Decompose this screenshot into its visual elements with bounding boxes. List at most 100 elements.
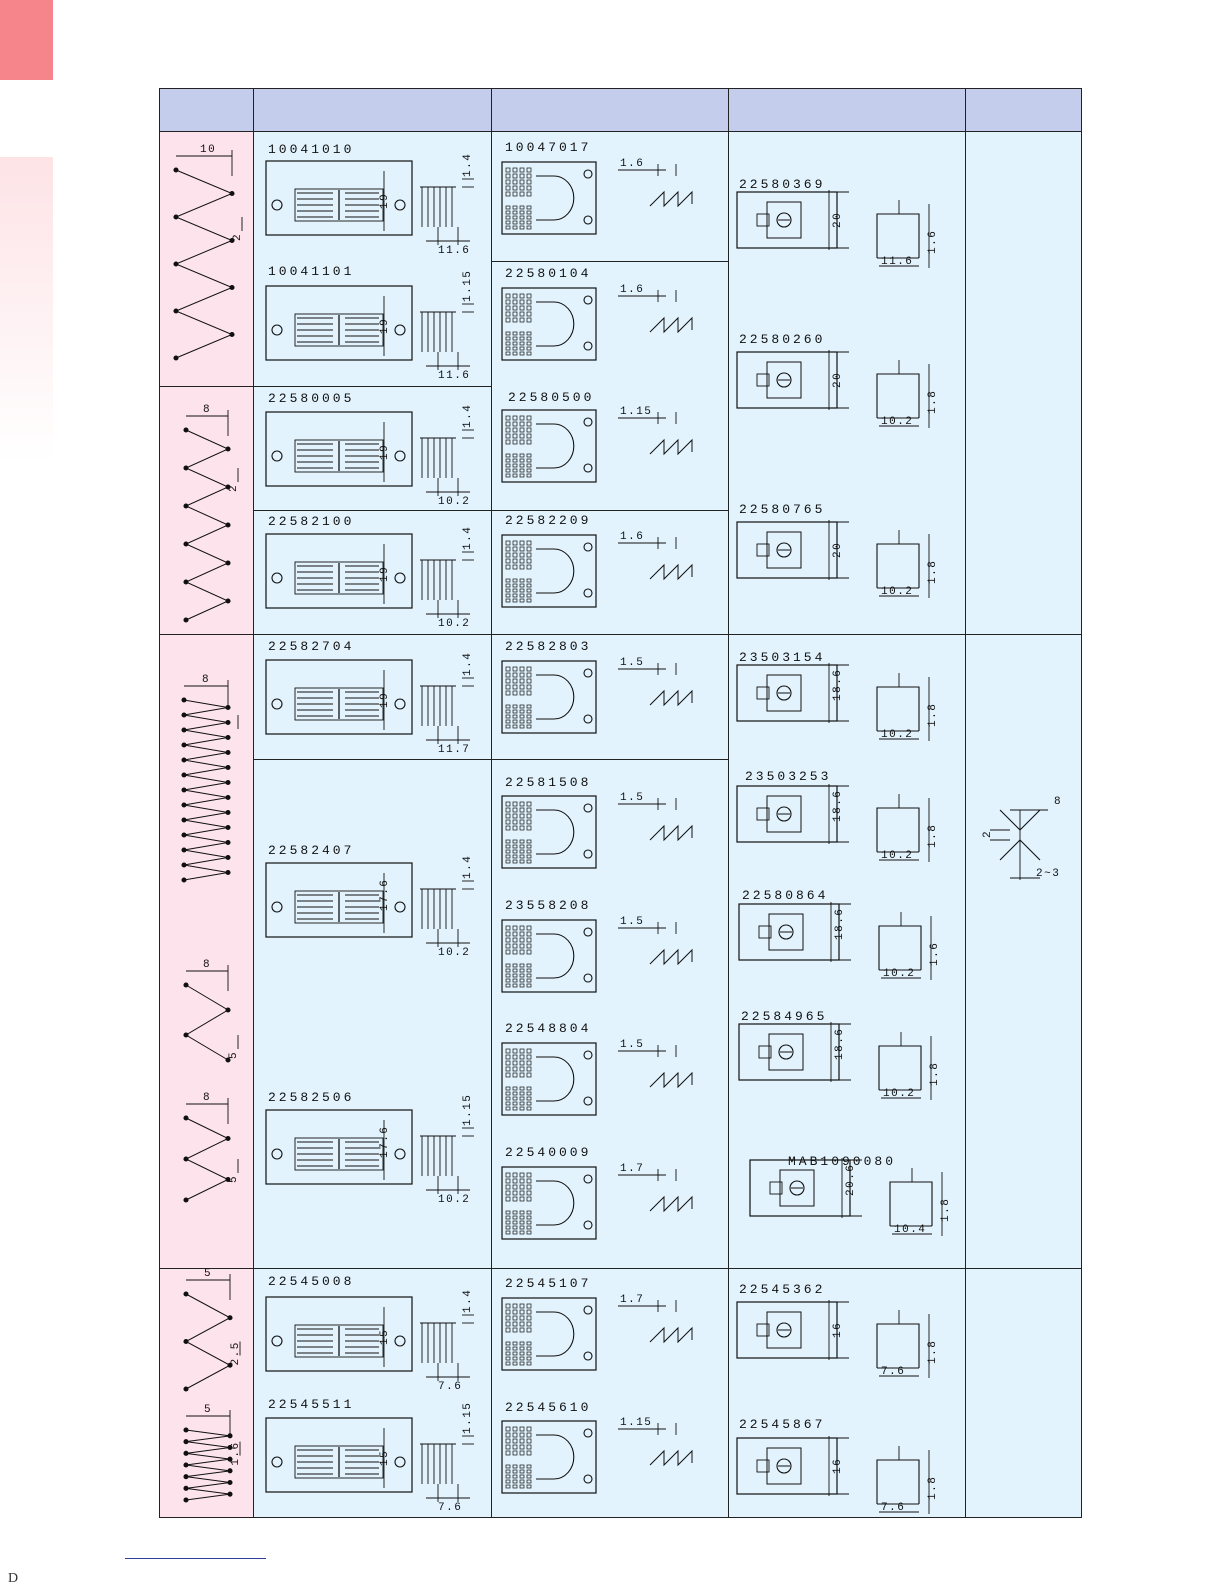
drawing-outline xyxy=(536,674,575,720)
drawing-outline xyxy=(512,205,518,210)
dimension-label: 1.8 xyxy=(927,1340,939,1364)
drawing-outline xyxy=(519,593,525,598)
drawing-outline xyxy=(756,1323,770,1337)
zigzag-stitch-diagram: 52.5 xyxy=(183,1268,242,1392)
drawing-outline xyxy=(519,937,525,943)
dimension-label: 2 xyxy=(232,233,244,241)
drawing-outline xyxy=(756,807,770,821)
drawing-outline xyxy=(519,813,525,819)
drawing-outline xyxy=(519,558,525,564)
dimension-label: 8 xyxy=(203,1092,211,1104)
dimension-label: 10.2 xyxy=(438,618,470,630)
drawing-outline xyxy=(505,220,511,225)
zigzag-stitch-diagram: 102 xyxy=(173,144,244,361)
drawing-outline xyxy=(526,1341,532,1346)
dimension-label: 1.15 xyxy=(620,1417,652,1429)
drawing-outline xyxy=(501,409,597,483)
drawing-outline xyxy=(512,859,518,864)
drawing-outline xyxy=(505,458,511,463)
drawing-outline xyxy=(526,346,532,351)
drawing-outline xyxy=(505,1303,511,1309)
drawing-outline xyxy=(526,185,532,191)
drawing-outline xyxy=(505,1096,511,1101)
dimension-label: 19 xyxy=(379,692,391,708)
drawing-outline xyxy=(766,361,802,399)
drawing-outline xyxy=(519,1184,525,1190)
drawing-outline xyxy=(512,552,518,558)
drawing-outline xyxy=(526,583,532,588)
drawing-outline xyxy=(505,968,511,973)
drawing-outline xyxy=(512,598,518,603)
drawing-outline xyxy=(526,813,532,819)
drawing-outline xyxy=(519,311,525,317)
drawing-outline xyxy=(501,1297,597,1371)
drawing-outline xyxy=(505,1450,511,1456)
dimension-label: 10.2 xyxy=(883,968,915,980)
drawing-outline xyxy=(505,1327,511,1333)
drawing-outline xyxy=(505,931,511,937)
dimension-label: 10.2 xyxy=(881,586,913,598)
drawing-outline xyxy=(526,1474,532,1479)
presser-foot-drawing: 167.61.8 xyxy=(736,1436,939,1514)
drawing-outline xyxy=(505,293,511,299)
drawing-outline xyxy=(512,225,518,230)
drawing-outline xyxy=(505,1048,511,1054)
drawing-outline xyxy=(512,714,518,719)
screw-hole xyxy=(583,295,593,305)
drawing-outline xyxy=(265,1417,413,1493)
drawing-outline xyxy=(779,1169,815,1207)
drawing-outline xyxy=(519,807,525,813)
throat-plate-part-number: 22580005 xyxy=(268,391,355,406)
drawing-outline xyxy=(889,1181,933,1226)
drawing-outline xyxy=(505,1438,511,1444)
dimension-label: 2.5 xyxy=(230,1341,242,1365)
drawing-outline xyxy=(756,213,770,227)
feed-dog-drawing: 1.15 xyxy=(501,406,693,483)
screw-hole xyxy=(776,806,792,822)
feed-tooth-profile xyxy=(649,438,693,456)
drawing-outline xyxy=(519,1464,525,1469)
drawing-outline xyxy=(505,427,511,433)
screw-hole xyxy=(776,212,792,228)
drawing-outline xyxy=(526,1184,532,1190)
screw-hole xyxy=(394,1148,406,1160)
drawing-outline xyxy=(505,173,511,179)
drawing-outline xyxy=(505,666,511,672)
drawing-outline xyxy=(768,1033,804,1071)
drawing-outline xyxy=(505,1215,511,1220)
presser-foot-drawing: 18.610.21.8 xyxy=(738,1022,941,1100)
drawing-outline xyxy=(519,453,525,458)
drawing-outline xyxy=(756,543,770,557)
drawing-outline xyxy=(526,1210,532,1215)
drawing-outline xyxy=(736,1301,838,1359)
drawing-outline xyxy=(505,1225,511,1230)
drawing-outline xyxy=(505,415,511,421)
drawing-outline xyxy=(519,427,525,433)
dimension-label: 5 xyxy=(228,1051,240,1059)
dimension-label: 16 xyxy=(832,1458,844,1474)
drawing-outline xyxy=(512,293,518,299)
feed-tooth-profile xyxy=(649,1071,693,1089)
stitch-cell xyxy=(159,131,254,387)
drawing-outline xyxy=(505,1479,511,1484)
drawing-outline xyxy=(505,1196,511,1202)
drawing-outline xyxy=(519,421,525,427)
drawing-outline xyxy=(519,1190,525,1196)
dimension-label: 10.2 xyxy=(881,729,913,741)
drawing-outline xyxy=(512,210,518,215)
dimension-label: 10.2 xyxy=(881,416,913,428)
drawing-outline xyxy=(519,331,525,336)
drawing-outline xyxy=(526,1096,532,1101)
drawing-outline xyxy=(512,1230,518,1235)
feed-dog-part-number: 22582209 xyxy=(505,513,592,528)
drawing-outline xyxy=(505,813,511,819)
drawing-outline xyxy=(519,839,525,844)
drawing-outline xyxy=(505,546,511,552)
drawing-outline xyxy=(526,421,532,427)
drawing-outline xyxy=(501,919,597,993)
drawing-outline xyxy=(505,215,511,220)
drawing-outline xyxy=(519,1072,525,1078)
drawing-outline xyxy=(526,598,532,603)
dimension-label: 11.6 xyxy=(438,245,470,257)
